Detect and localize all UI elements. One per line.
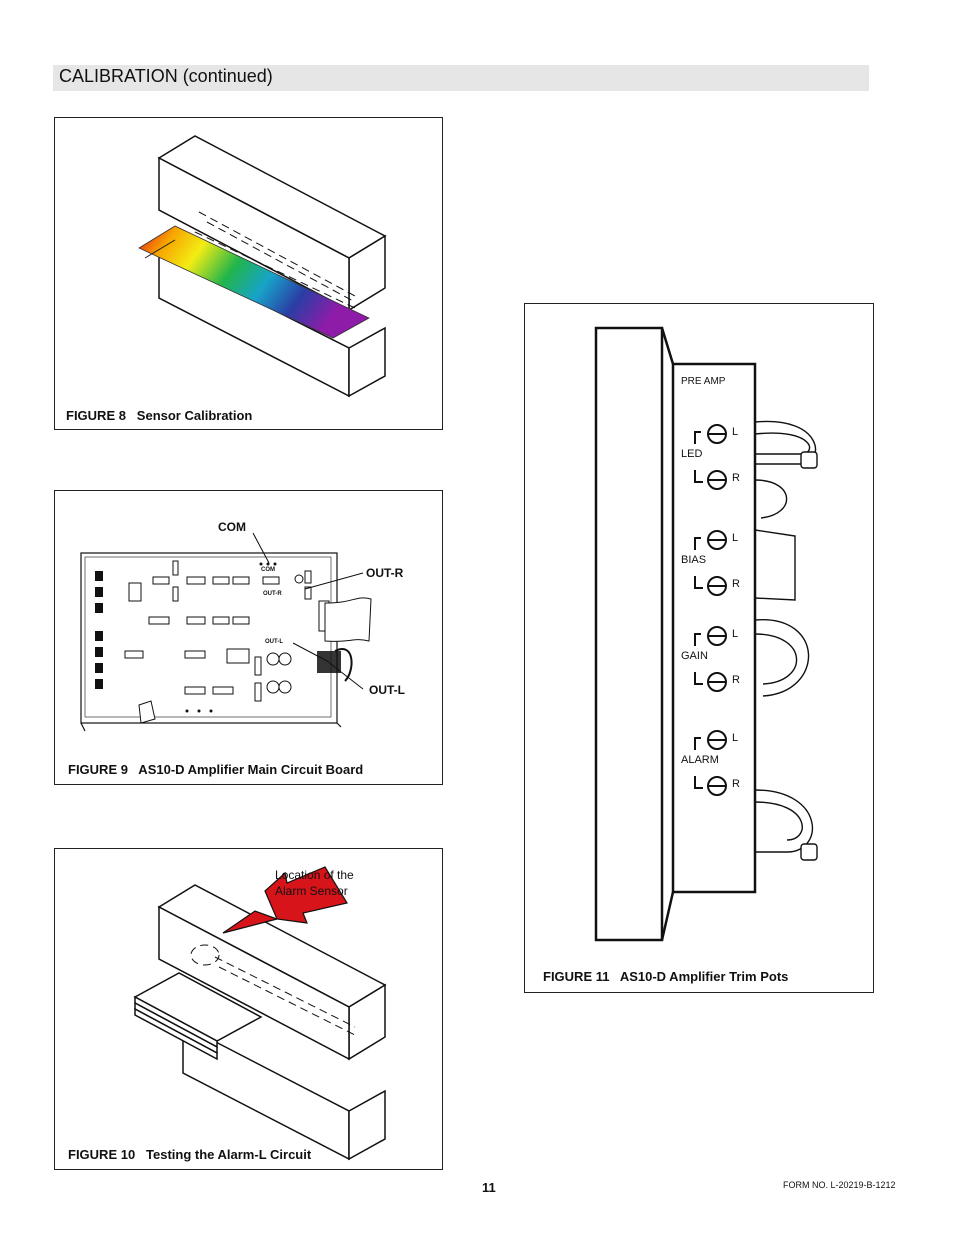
figure-9-circuit-board: COM OUT-R OUT-L COM OUT-R OUT-L FIGURE 9… <box>54 490 443 785</box>
figure-8-caption: FIGURE 8 Sensor Calibration <box>66 408 253 423</box>
callout-out-l: OUT-L <box>369 683 405 697</box>
figure-11-caption: FIGURE 11 AS10-D Amplifier Trim Pots <box>543 969 789 984</box>
pot-label-bias-l: L <box>732 532 739 544</box>
pot-label-bias-r: R <box>732 578 740 590</box>
pot-label-gain-r: R <box>732 674 740 686</box>
alarm-sensor-arrow <box>264 866 348 924</box>
pot-bracket <box>694 576 703 589</box>
figure-8-illustration <box>138 135 387 398</box>
page-number: 11 <box>482 1180 496 1195</box>
figure-9-illustration <box>80 532 372 732</box>
callout-com: COM <box>218 520 246 534</box>
pot-label-gain-l: L <box>732 628 739 640</box>
calibration-label-strip <box>138 225 370 339</box>
annotation-line-2: Alarm Sensor <box>275 884 348 898</box>
annotation-line-1: Location of the <box>275 868 358 882</box>
pot-bracket <box>694 431 701 444</box>
pot-group-gain: GAIN <box>681 650 708 662</box>
pot-label-alarm-l: L <box>732 732 739 744</box>
pot-group-led: LED <box>681 448 703 460</box>
section-title: CALIBRATION (continued) <box>59 66 273 86</box>
figure-10-alarm-l-test: Location of the Alarm Sensor FIGURE 10 T… <box>54 848 443 1170</box>
figure-10-caption: FIGURE 10 Testing the Alarm-L Circuit <box>68 1147 312 1162</box>
figure-9-caption: FIGURE 9 AS10-D Amplifier Main Circuit B… <box>68 762 364 777</box>
pot-label-led-r: R <box>732 472 740 484</box>
pot-bracket <box>694 672 703 685</box>
board-label-out-l: OUT-L <box>265 639 283 645</box>
board-label-com: COM <box>261 567 275 573</box>
figure-8-sensor-calibration: FIGURE 8 Sensor Calibration <box>54 117 443 430</box>
pot-group-alarm: ALARM <box>681 754 719 766</box>
pot-label-alarm-r: R <box>732 778 740 790</box>
form-number: FORM NO. L-20219-B-1212 <box>783 1180 896 1190</box>
pot-bracket <box>694 470 703 483</box>
section-header: CALIBRATION (continued) <box>53 65 869 91</box>
pot-label-led-l: L <box>732 426 739 438</box>
board-label-out-r: OUT-R <box>263 591 282 597</box>
pot-bracket <box>694 737 701 750</box>
pot-bracket <box>694 776 703 789</box>
figure-11-trim-pots: PRE AMP L R LED L R BIAS L R GAIN L R ALARM FIGURE … <box>524 303 874 993</box>
figure-10-illustration <box>133 866 387 1161</box>
pot-group-bias: BIAS <box>681 554 707 566</box>
pot-bracket <box>694 633 701 646</box>
figure-11-illustration <box>594 326 818 942</box>
pot-bracket <box>694 537 701 550</box>
panel-title: PRE AMP <box>681 376 726 387</box>
callout-out-r: OUT-R <box>366 566 404 580</box>
